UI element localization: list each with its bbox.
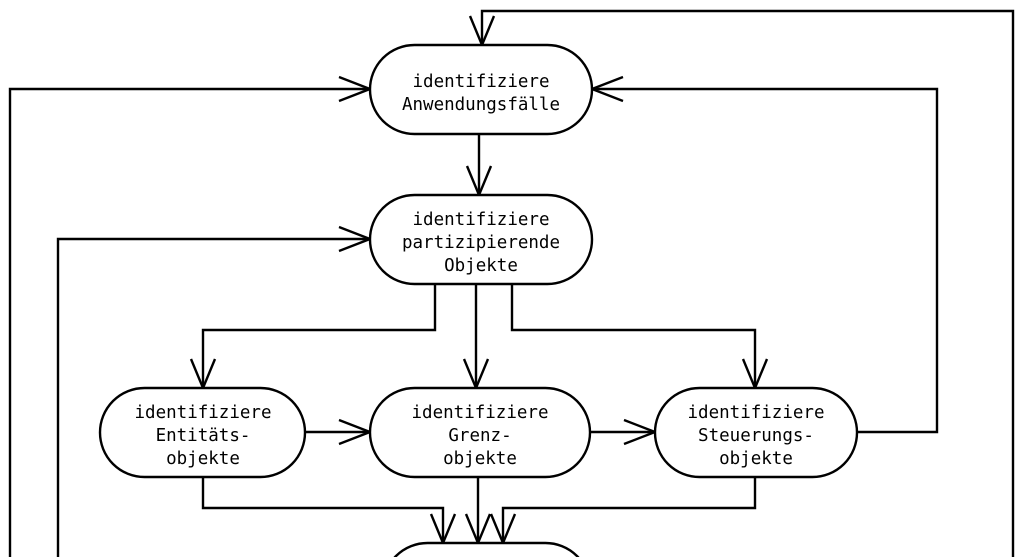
node-label-entitaets-line1: identifiziere (135, 403, 272, 423)
node-shape-partizipierende (368, 193, 594, 286)
node-label-steuerungs-line2: Steuerungs- (698, 426, 814, 446)
node-label-entitaets-line2: Entitäts- (156, 426, 251, 446)
node-shape-entitaets (98, 386, 307, 479)
node-identifiziere-entitaetsobjekte[interactable]: identifiziere Entitäts- objekte (98, 386, 307, 479)
node-identifiziere-anwendungsfaelle[interactable]: identifiziere Anwendungsfälle (368, 43, 594, 136)
edge-top-loop-into-anwendungsfaelle (480, 9, 1015, 557)
node-identifiziere-grenzobjekte[interactable]: identifiziere Grenz- objekte (368, 386, 592, 479)
edge-layer (8, 9, 1015, 557)
node-label-grenz-line1: identifiziere (412, 403, 549, 423)
node-shape-anwendungsfaelle (368, 43, 594, 136)
node-identifiziere-partizipierende-objekte[interactable]: identifiziere partizipierende Objekte (368, 193, 594, 286)
edge-partizipierende-to-steuerungs (510, 284, 757, 388)
node-label-anwendungsfaelle-line2: Anwendungsfälle (402, 95, 560, 115)
node-label-partizipierende-line3: Objekte (444, 256, 518, 276)
node-shape-grenz (368, 386, 592, 479)
node-layer: identifiziere Anwendungsfälle identifizi… (98, 43, 859, 557)
node-label-anwendungsfaelle-line1: identifiziere (413, 72, 550, 92)
node-shape-steuerungs (653, 386, 859, 479)
node-label-partizipierende-line1: identifiziere (413, 210, 550, 230)
node-bottom-partial[interactable] (383, 541, 590, 557)
node-label-steuerungs-line1: identifiziere (688, 403, 825, 423)
node-identifiziere-steuerungsobjekte[interactable]: identifiziere Steuerungs- objekte (653, 386, 859, 479)
edge-entitaets-to-bottom (201, 477, 445, 543)
edge-steuerungs-to-bottom (501, 477, 757, 543)
edge-left-rail-into-anwendungsfaelle (8, 87, 370, 557)
node-shape-bottom-partial (393, 541, 580, 557)
node-label-grenz-line2: Grenz- (448, 426, 511, 446)
edge-partizipierende-to-entitaets (201, 284, 437, 388)
edge-left-rail-inner-into-partizipierende (56, 237, 370, 557)
edge-steuerungs-into-anwendungsfaelle (592, 87, 939, 434)
node-label-grenz-line3: objekte (443, 449, 517, 469)
node-label-steuerungs-line3: objekte (719, 449, 793, 469)
node-label-entitaets-line3: objekte (166, 449, 240, 469)
node-label-partizipierende-line2: partizipierende (402, 233, 560, 253)
